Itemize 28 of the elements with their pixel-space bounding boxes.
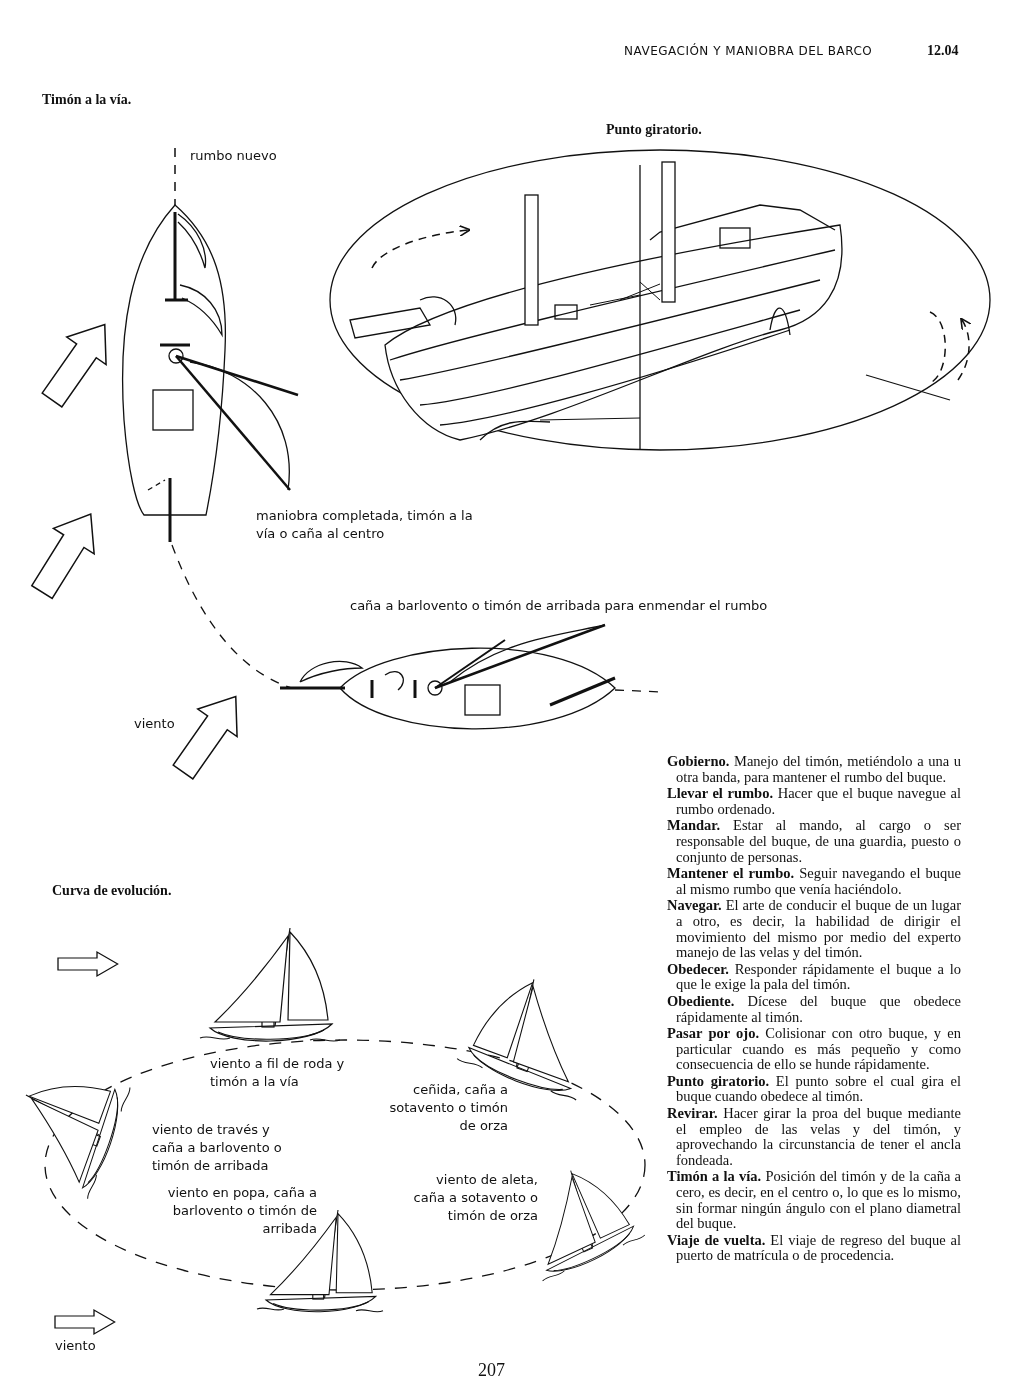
- glossary-entry: Punto giratorio. El punto sobre el cual gira el buque cuando obedece al timón.: [667, 1073, 961, 1106]
- glossary-entry: Viaje de vuelta. El viaje de regreso del buque al puerto de matrícula o de procedencia.: [667, 1232, 961, 1264]
- glossary-entry: Gobierno. Manejo del timón, metiéndolo a una u otra banda, para mantener el rumbo del buque.: [667, 754, 961, 786]
- figure-label: viento: [134, 715, 176, 733]
- glossary-entry: Obedecer. Responder rápidamente el buque a lo que le exige la pala del timón.: [667, 961, 961, 993]
- figure-label: viento: [55, 1337, 97, 1355]
- glossary-entry: Revirar. Hacer girar la proa del buque mediante el empleo de las velas y del timón, y aprovechando la circunstancia de tener el ancla fondeada.: [667, 1106, 961, 1169]
- figure-heading: Timón a la vía.: [42, 92, 133, 108]
- page-number: 207: [478, 1360, 506, 1381]
- glossary-entry: Obediente. Dícese del buque que obedece rápidamente al timón.: [667, 993, 961, 1026]
- figure-label: viento a fil de roda y timón a la vía: [210, 1055, 346, 1091]
- running-header: NAVEGACIÓN Y MANIOBRA DEL BARCO: [624, 44, 874, 58]
- glossary-entry: Pasar por ojo. Colisionar con otro buque, y en particular cuando es más pequeño y como consecuencia de ello se hunde rápidamente.: [667, 1026, 961, 1073]
- figure-label: maniobra completada, timón a la vía o caña al centro: [256, 507, 474, 543]
- glossary-entry: Navegar. El arte de conducir el buque de un lugar a otro, es decir, la habilidad de dirigir el movimiento del mismo por medio del experto manejo de las velas y del timón.: [667, 898, 961, 961]
- figure-heading: Curva de evolución.: [52, 883, 173, 899]
- figure-label: viento en popa, caña a barlovento o timón de arribada: [166, 1184, 317, 1238]
- glossary-entry: Llevar el rumbo. Hacer que el buque navegue al rumbo ordenado.: [667, 786, 961, 818]
- section-number: 12.04: [927, 43, 960, 59]
- figure-label: rumbo nuevo: [190, 147, 278, 165]
- glossary-entry: Timón a la vía. Posición del timón y de la caña a cero, es decir, en el centro o, lo que es lo mismo, sin formar ningún ángulo con el plano diametral del buque.: [667, 1169, 961, 1232]
- figure-label: viento de través y caña a barlovento o timón de arribada: [152, 1121, 283, 1175]
- glossary-entry: Mandar. Estar al mando, al cargo o ser responsable del buque, de una guardia, puesto o conjunto de personas.: [667, 818, 961, 866]
- figure-label: viento de aleta, caña a sotavento o timón de orza: [412, 1171, 538, 1225]
- figure-label: ceñida, caña a sotavento o timón de orza: [388, 1081, 508, 1135]
- glossary-entry: Mantener el rumbo. Seguir navegando el buque al mismo rumbo que venía haciéndolo.: [667, 866, 961, 898]
- figure-heading: Punto giratorio.: [606, 122, 703, 138]
- figure-label: caña a barlovento o timón de arribada para enmendar el rumbo: [350, 597, 769, 615]
